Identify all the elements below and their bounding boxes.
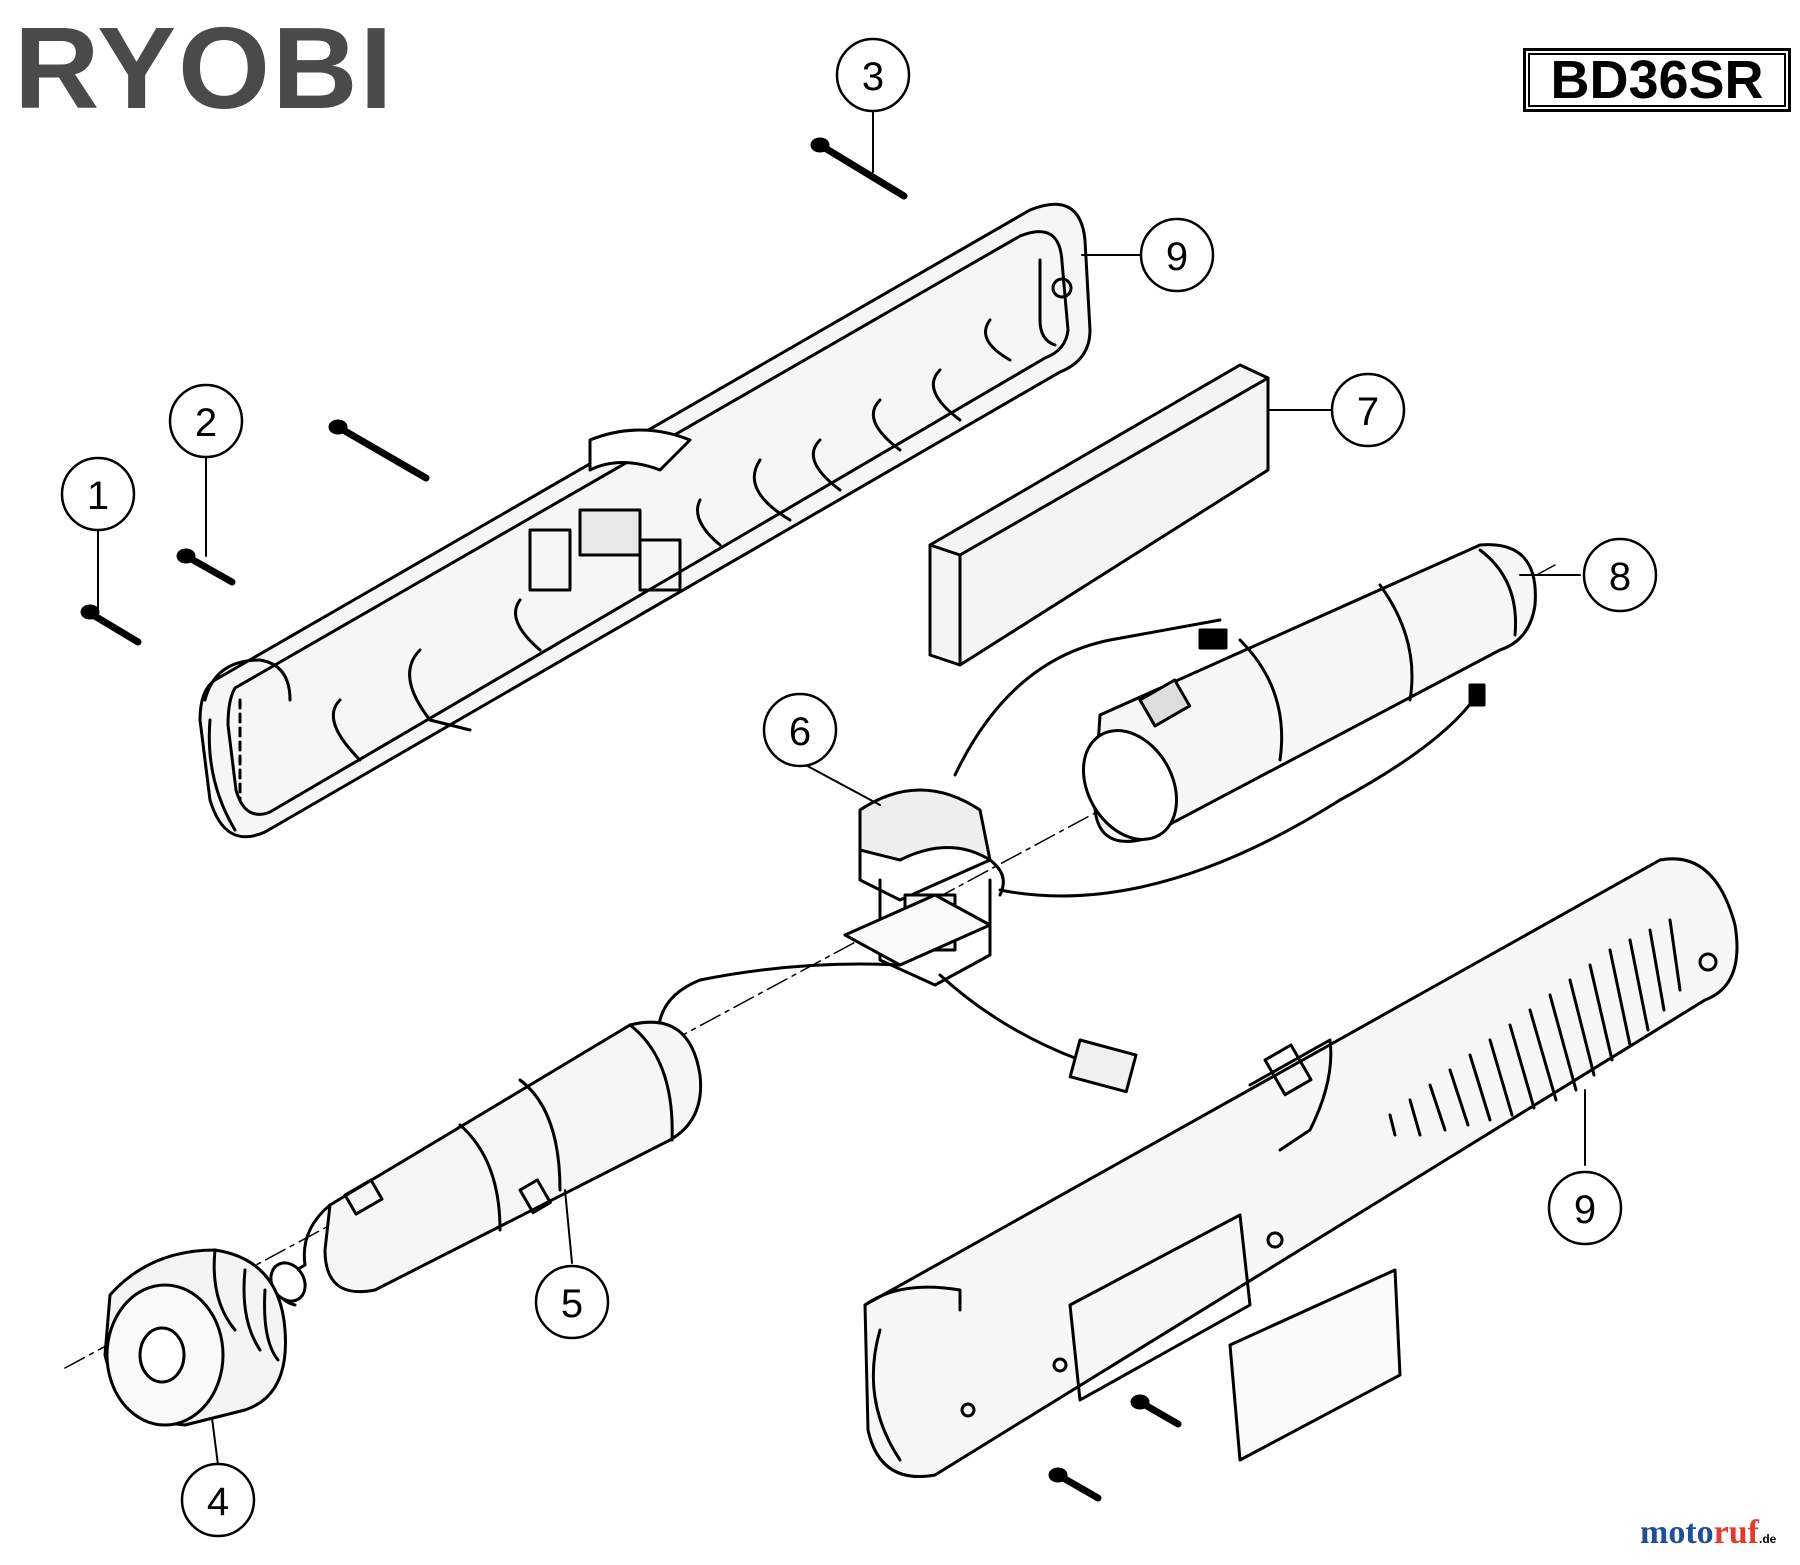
screw-part-2	[176, 548, 236, 586]
callout-circle-2	[168, 383, 244, 459]
motor-part-5	[269, 1020, 703, 1307]
callout-circle-3	[835, 37, 911, 113]
callout-circle-7	[1330, 372, 1406, 448]
housing-half-lower	[863, 857, 1739, 1478]
battery-pack-part-8	[953, 543, 1537, 898]
callout-circle-6	[762, 692, 838, 768]
leader-5	[564, 1189, 573, 1264]
callout-number-5: 5	[561, 1282, 583, 1326]
callout-circle-9-upper	[1139, 217, 1215, 293]
callout-circle-9-lower	[1547, 1170, 1623, 1246]
callout-circle-5	[534, 1264, 610, 1340]
callout-circle-4	[180, 1462, 256, 1538]
model-number-box: BD36SR	[1523, 48, 1791, 112]
screw-part-1	[80, 604, 142, 646]
callout-number-3: 3	[862, 55, 884, 99]
wire-to-connector	[938, 973, 1082, 1062]
callout-number-6: 6	[789, 710, 811, 754]
watermark-suffix: ruf	[1713, 1514, 1759, 1551]
callout-circle-8	[1582, 537, 1658, 613]
brand-logo: RYOBI	[14, 3, 395, 133]
label-strip-lower	[1228, 1268, 1402, 1462]
callout-number-9-upper: 9	[1166, 235, 1188, 279]
screw-lower-a	[1130, 1394, 1182, 1428]
callout-number-7: 7	[1357, 390, 1379, 434]
switch-assembly-part-6	[843, 788, 1005, 987]
housing-half-upper	[198, 202, 1092, 839]
watermark-prefix: moto	[1640, 1514, 1714, 1551]
screw-lower-b	[1048, 1467, 1102, 1502]
callout-number-1: 1	[87, 474, 109, 518]
leader-4	[211, 1417, 219, 1466]
watermark-tld: .de	[1758, 1532, 1777, 1546]
callout-number-4: 4	[207, 1480, 229, 1524]
callout-number-9-lower: 9	[1574, 1188, 1596, 1232]
site-watermark: motoruf.de	[1640, 1516, 1776, 1550]
collet-nut-part-4	[103, 1248, 287, 1427]
label-plate-part-7	[928, 363, 1270, 667]
callout-circle-1	[60, 456, 136, 532]
screw-loose-upper	[328, 419, 430, 482]
wire-connector	[1068, 1038, 1138, 1094]
callout-number-2: 2	[195, 401, 217, 445]
leader-6	[799, 761, 881, 806]
screw-part-3	[810, 137, 908, 200]
callout-number-8: 8	[1609, 555, 1631, 599]
